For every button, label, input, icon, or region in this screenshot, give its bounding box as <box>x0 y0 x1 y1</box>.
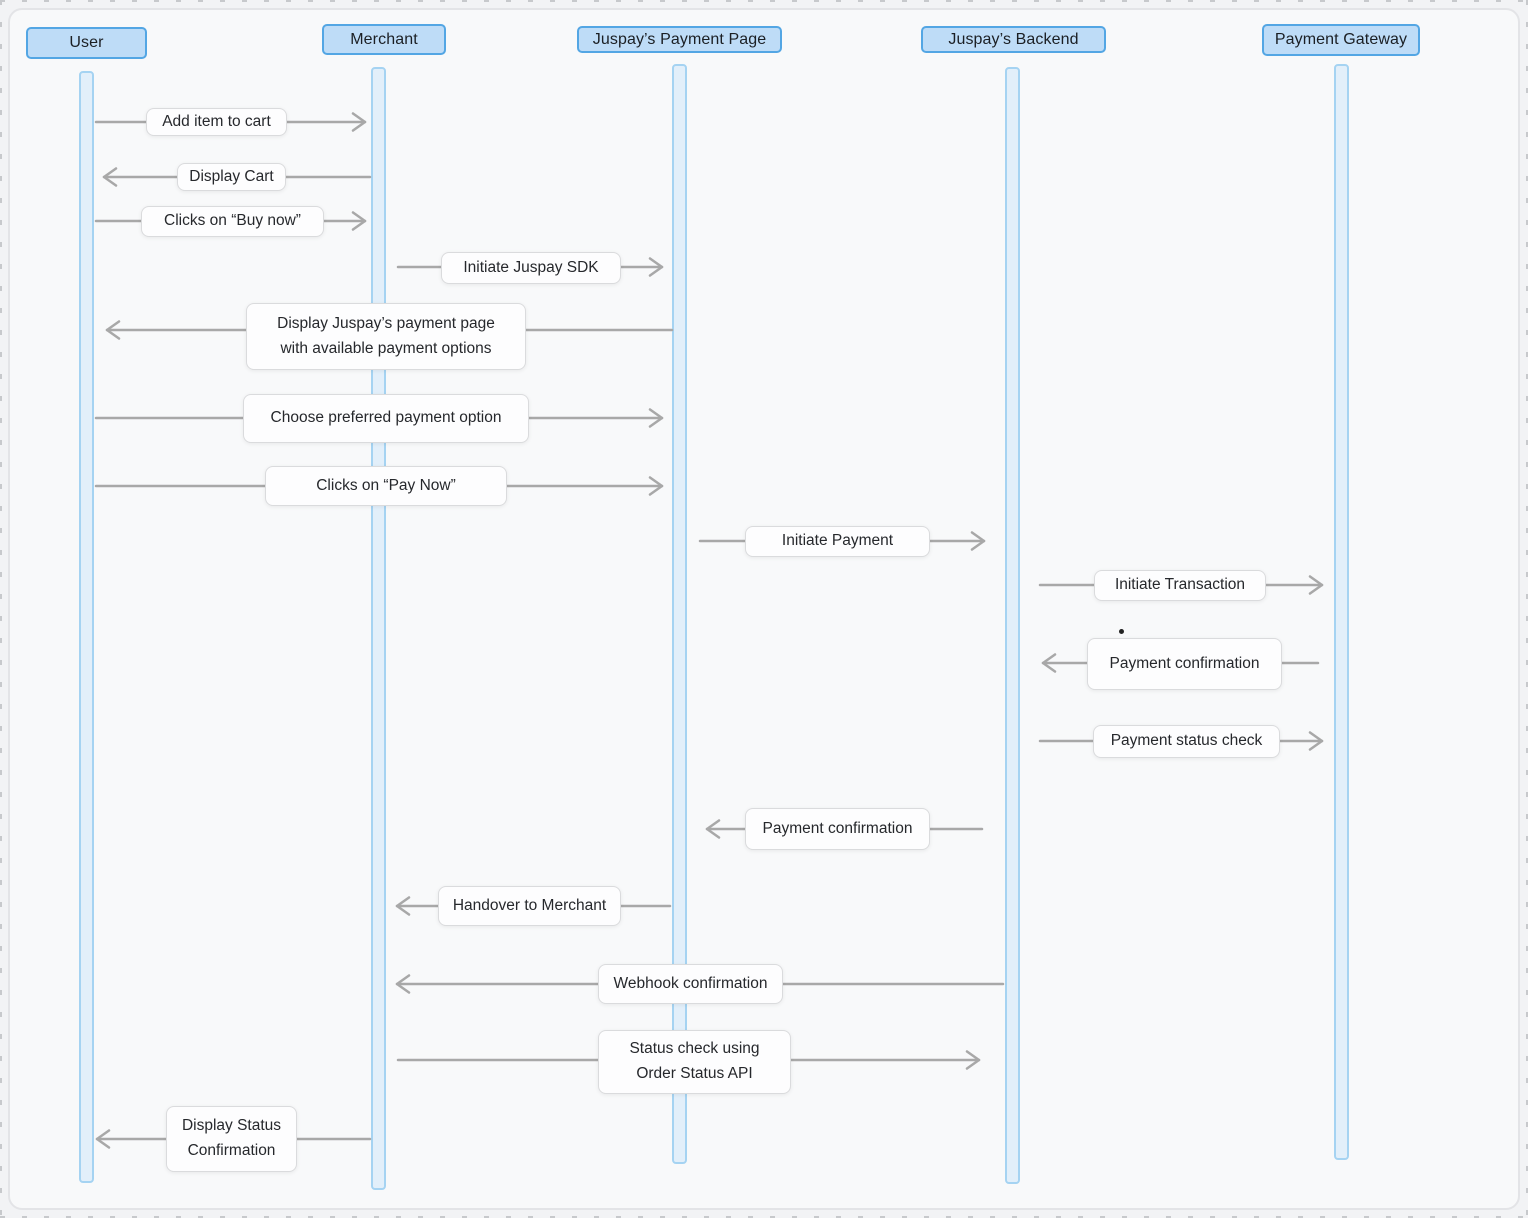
message-label-line: Display Juspay’s payment page <box>277 314 495 332</box>
message-label-clicks-on-buy-now[interactable]: Clicks on “Buy now” <box>141 206 324 237</box>
message-label-initiate-payment[interactable]: Initiate Payment <box>745 526 930 557</box>
message-label-initiate-juspay-sdk[interactable]: Initiate Juspay SDK <box>441 252 621 284</box>
message-label-line: Payment confirmation <box>762 819 913 837</box>
message-label-line: Choose preferred payment option <box>270 409 502 427</box>
message-label-payment-confirmation[interactable]: Payment confirmation <box>745 808 930 850</box>
message-label-payment-status-check[interactable]: Payment status check <box>1093 725 1280 758</box>
lifeline-payment-gateway[interactable] <box>1333 64 1349 1160</box>
message-label-line: Payment confirmation <box>1109 654 1260 672</box>
actor-merchant[interactable]: Merchant <box>322 24 446 55</box>
message-label-line: Add item to cart <box>162 112 271 130</box>
actor-juspay-s-payment-page[interactable]: Juspay’s Payment Page <box>577 26 782 53</box>
message-label-payment-confirmation[interactable]: Payment confirmation <box>1087 638 1282 690</box>
message-label-line: Display Cart <box>189 167 274 185</box>
message-label-webhook-confirmation[interactable]: Webhook confirmation <box>598 964 783 1004</box>
message-label-line: Order Status API <box>636 1065 753 1082</box>
message-label-line: Clicks on “Pay Now” <box>316 476 456 494</box>
message-label-clicks-on-pay-now[interactable]: Clicks on “Pay Now” <box>265 466 507 506</box>
actor-user[interactable]: User <box>26 27 147 59</box>
message-label-handover-to-merchant[interactable]: Handover to Merchant <box>438 886 621 926</box>
message-label-line: Initiate Payment <box>781 532 894 550</box>
message-label-line: Confirmation <box>187 1142 276 1159</box>
message-label-line: Initiate Transaction <box>1114 576 1246 594</box>
message-label-line: Payment status check <box>1110 732 1263 750</box>
message-label-display-juspay-s-payment-page-with-available-payment-options[interactable]: Display Juspay’s payment page with availa… <box>246 303 526 370</box>
canvas-edge-ticks-top <box>0 0 1528 2</box>
lifeline-user[interactable] <box>78 71 94 1183</box>
actor-juspay-s-backend[interactable]: Juspay’s Backend <box>921 26 1106 53</box>
stray-dot <box>1118 628 1124 634</box>
canvas-edge-ticks-right <box>1526 0 1528 1218</box>
message-label-choose-preferred-payment-option[interactable]: Choose preferred payment option <box>243 394 529 443</box>
message-label-line: Display Status <box>181 1117 282 1135</box>
actor-payment-gateway[interactable]: Payment Gateway <box>1262 24 1420 56</box>
message-label-initiate-transaction[interactable]: Initiate Transaction <box>1094 570 1266 601</box>
message-label-line: with available payment options <box>280 339 492 357</box>
lifeline-juspay-s-payment-page[interactable] <box>671 64 687 1164</box>
message-label-line: Webhook confirmation <box>613 974 768 992</box>
canvas-edge-ticks-left <box>0 0 2 1218</box>
message-label-line: Clicks on “Buy now” <box>164 212 301 230</box>
message-label-line: Status check using <box>629 1040 760 1058</box>
lifeline-juspay-s-backend[interactable] <box>1004 67 1020 1184</box>
message-label-add-item-to-cart[interactable]: Add item to cart <box>146 108 287 136</box>
canvas-edge-ticks-bottom <box>0 1216 1528 1218</box>
message-label-display-cart[interactable]: Display Cart <box>177 163 286 191</box>
message-label-line: Initiate Juspay SDK <box>463 258 599 276</box>
message-label-line: Handover to Merchant <box>452 896 607 914</box>
